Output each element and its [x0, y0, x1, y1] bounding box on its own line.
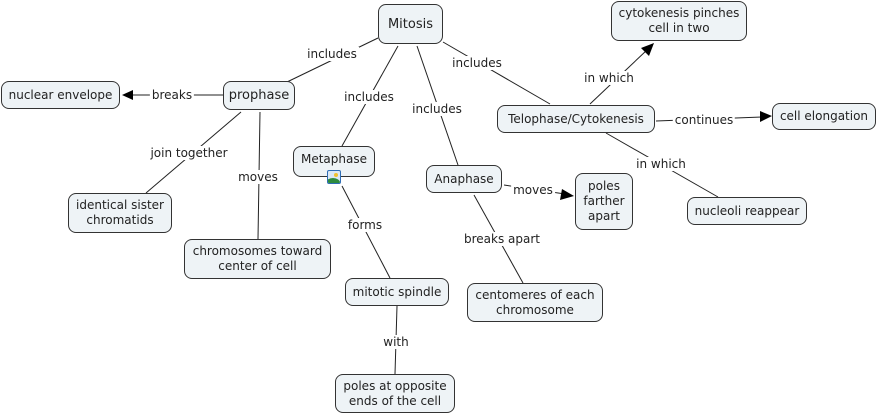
concept-node-label: cell elongation: [779, 109, 869, 123]
link-label-in-which: in which: [582, 71, 636, 85]
link-label-includes: includes: [410, 102, 464, 116]
concept-node-label: Telophase/Cytokenesis: [508, 111, 644, 126]
image-icon-sun: [334, 173, 338, 177]
concept-node-label: poles at opposite ends of the cell: [343, 378, 447, 408]
concept-node-sister-chromatids[interactable]: identical sister chromatids: [68, 193, 172, 233]
link-label-includes: includes: [342, 90, 396, 104]
connector-metaphase-spindle: [341, 185, 391, 279]
arrowhead-poles-farther: [560, 189, 574, 200]
concept-node-label: poles farther apart: [583, 179, 625, 223]
link-label-moves: moves: [511, 183, 555, 197]
link-label-moves: moves: [236, 170, 280, 184]
concept-node-nuclear-envelope[interactable]: nuclear envelope: [1, 81, 120, 109]
concept-node-label: Mitosis: [387, 16, 434, 32]
concept-node-prophase[interactable]: prophase: [223, 81, 295, 110]
concept-node-label: mitotic spindle: [352, 284, 442, 299]
concept-node-label: nuclear envelope: [8, 87, 113, 102]
link-label-continues: continues: [672, 113, 736, 127]
concept-node-cytokenesis-pinches[interactable]: cytokenesis pinches cell in two: [611, 1, 747, 41]
concept-node-label: prophase: [228, 88, 290, 103]
concept-node-label: centomeres of each chromosome: [475, 287, 595, 317]
concept-node-cell-elongation[interactable]: cell elongation: [772, 103, 876, 130]
link-label-includes: includes: [450, 56, 504, 70]
concept-node-label: cytokenesis pinches cell in two: [618, 6, 740, 35]
image-icon[interactable]: [327, 170, 341, 184]
concept-node-label: nucleoli reappear: [694, 203, 800, 218]
arrowhead-elongation: [760, 111, 772, 122]
connector-mitosis-telophase: [442, 41, 551, 105]
link-label-breaks: breaks: [149, 88, 195, 102]
concept-node-label: Metaphase: [300, 152, 367, 166]
concept-node-telophase[interactable]: Telophase/Cytokenesis: [497, 105, 655, 133]
concept-node-label: chromosomes toward center of cell: [192, 244, 323, 273]
link-label-join-together: join together: [148, 146, 230, 160]
link-label-breaks-apart: breaks apart: [461, 232, 543, 246]
link-label-in-which: in which: [634, 157, 688, 171]
link-label-includes: includes: [305, 47, 359, 61]
concept-node-nucleoli[interactable]: nucleoli reappear: [687, 197, 807, 225]
concept-node-poles-opposite[interactable]: poles at opposite ends of the cell: [335, 374, 455, 413]
image-icon-hill: [328, 178, 340, 183]
concept-node-label: Anaphase: [434, 171, 494, 186]
concept-node-mitotic-spindle[interactable]: mitotic spindle: [345, 278, 449, 306]
arrowhead-envelope: [122, 90, 133, 100]
concept-node-poles-farther[interactable]: poles farther apart: [575, 173, 633, 230]
concept-node-label: identical sister chromatids: [76, 198, 164, 227]
link-label-forms: forms: [345, 218, 385, 232]
concept-node-anaphase[interactable]: Anaphase: [426, 165, 502, 193]
concept-node-mitosis[interactable]: Mitosis: [378, 4, 443, 44]
link-label-with: with: [381, 335, 411, 349]
arrowhead-pinches: [641, 43, 654, 56]
concept-node-chromosomes-center[interactable]: chromosomes toward center of cell: [184, 239, 331, 279]
concept-node-centomeres[interactable]: centomeres of each chromosome: [467, 283, 603, 322]
